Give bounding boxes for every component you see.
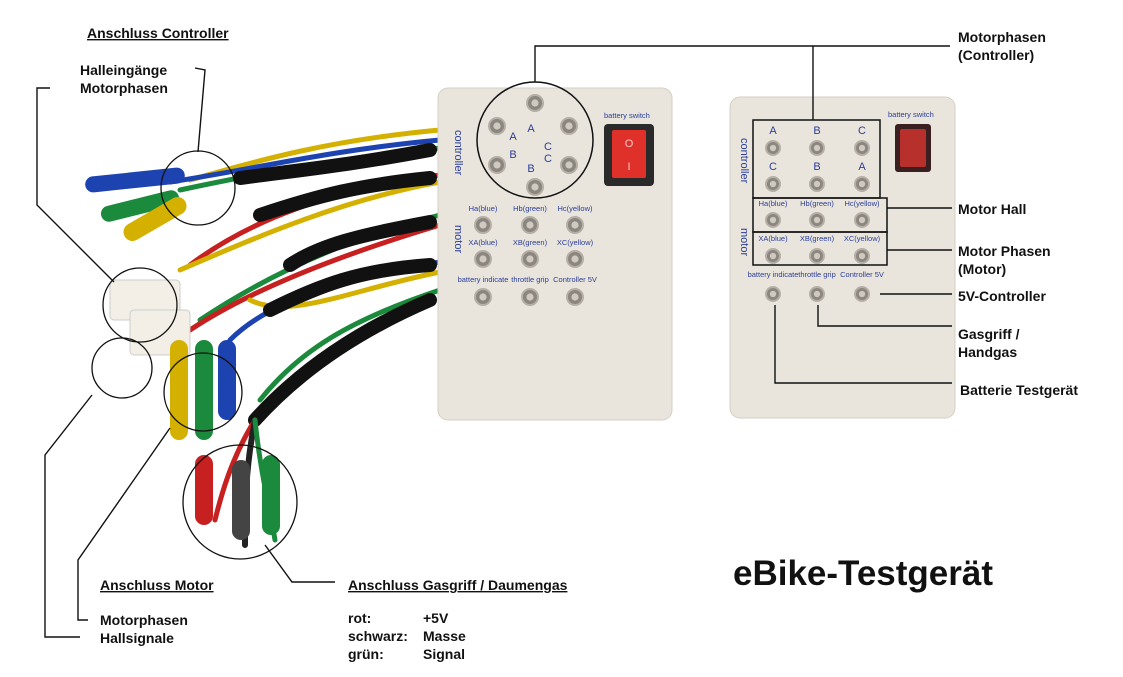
- port-label: Hc(yellow): [844, 199, 880, 208]
- port-label: B: [509, 149, 516, 161]
- port-label: XB(green): [513, 238, 548, 247]
- test-port[interactable]: [854, 212, 870, 228]
- port-label: A: [527, 123, 535, 135]
- test-port[interactable]: [521, 216, 539, 234]
- port-label: C: [858, 125, 866, 137]
- svg-text:grün:: grün:: [348, 646, 384, 662]
- test-port[interactable]: [809, 212, 825, 228]
- test-port[interactable]: [854, 140, 870, 156]
- heading-anschluss-motor: Anschluss Motor: [100, 577, 214, 593]
- port-label: B: [813, 161, 820, 173]
- port-label: B: [527, 163, 534, 175]
- port-label: XA(blue): [468, 238, 498, 247]
- svg-text:I: I: [627, 161, 630, 173]
- battery-switch-label: battery switch: [604, 111, 650, 120]
- port-label: battery indicate: [748, 270, 799, 279]
- heading-anschluss-gasgriff: Anschluss Gasgriff / Daumengas: [348, 577, 568, 593]
- port-label: A: [769, 125, 777, 137]
- label-motorphasen-controller: Motorphasen: [958, 29, 1046, 45]
- leader-lines: [36, 45, 952, 638]
- port-label: Ha(blue): [759, 199, 788, 208]
- port-label: Controller 5V: [840, 270, 884, 279]
- side-label-motor: motor: [452, 225, 464, 253]
- side-label-motor: motor: [738, 228, 750, 256]
- test-port[interactable]: [854, 176, 870, 192]
- test-port[interactable]: [765, 212, 781, 228]
- label-motor-phasen: Motor Phasen: [958, 243, 1051, 259]
- svg-text:rot:: rot:: [348, 610, 371, 626]
- test-port[interactable]: [560, 156, 578, 174]
- port-label: Controller 5V: [553, 275, 597, 284]
- test-port[interactable]: [566, 288, 584, 306]
- port-label: C: [769, 161, 777, 173]
- port-label: B: [813, 125, 820, 137]
- port-label: A: [509, 131, 517, 143]
- label-halleingaenge: Halleingänge: [80, 62, 167, 78]
- port-label: XB(green): [800, 234, 835, 243]
- port-label: Hb(green): [800, 199, 834, 208]
- side-label-controller: controller: [452, 130, 464, 176]
- port-label: battery indicate: [458, 275, 509, 284]
- label-gasgriff: Gasgriff /: [958, 326, 1020, 342]
- label-motor-sub: (Motor): [958, 261, 1006, 277]
- test-port[interactable]: [526, 178, 544, 196]
- motor-phases-box: [752, 231, 888, 266]
- port-label: C: [544, 153, 552, 165]
- test-port[interactable]: [854, 248, 870, 264]
- svg-text:+5V: +5V: [423, 610, 449, 626]
- port-label: C: [544, 141, 552, 153]
- test-port[interactable]: [521, 288, 539, 306]
- svg-text:schwarz:: schwarz:: [348, 628, 408, 644]
- battery-switch-label: battery switch: [888, 110, 934, 119]
- label-hallsignale: Hallsignale: [100, 630, 174, 646]
- test-port[interactable]: [474, 250, 492, 268]
- alligator-clips: [85, 167, 280, 540]
- port-label: XC(yellow): [557, 238, 594, 247]
- label-handgas: Handgas: [958, 344, 1017, 360]
- test-port[interactable]: [566, 250, 584, 268]
- test-port[interactable]: [765, 286, 781, 302]
- label-batterie-testgeraet: Batterie Testgerät: [960, 382, 1078, 398]
- svg-text:Masse: Masse: [423, 628, 466, 644]
- test-port[interactable]: [560, 117, 578, 135]
- label-motorphasen: Motorphasen: [80, 80, 168, 96]
- port-label: throttle grip: [798, 270, 836, 279]
- test-port[interactable]: [521, 250, 539, 268]
- port-label: A: [858, 161, 866, 173]
- side-label-controller: controller: [738, 138, 750, 184]
- label-motorphasen-motor: Motorphasen: [100, 612, 188, 628]
- port-label: Ha(blue): [469, 204, 498, 213]
- test-port[interactable]: [809, 140, 825, 156]
- test-port[interactable]: [474, 216, 492, 234]
- diagram-title: eBike-Testgerät: [733, 554, 993, 593]
- test-port[interactable]: [765, 140, 781, 156]
- heading-anschluss-controller: Anschluss Controller: [87, 25, 229, 41]
- test-port[interactable]: [474, 288, 492, 306]
- label-controller-sub: (Controller): [958, 47, 1034, 63]
- test-port[interactable]: [765, 176, 781, 192]
- test-port[interactable]: [566, 216, 584, 234]
- test-port[interactable]: [809, 248, 825, 264]
- label-motor-hall: Motor Hall: [958, 201, 1026, 217]
- svg-text:O: O: [625, 138, 634, 150]
- port-label: XC(yellow): [844, 234, 881, 243]
- test-port[interactable]: [809, 286, 825, 302]
- port-label: Hc(yellow): [557, 204, 593, 213]
- test-port[interactable]: [488, 117, 506, 135]
- tester-right: controller motor battery switch A B C C B A Ha…: [729, 96, 956, 419]
- test-port[interactable]: [526, 94, 544, 112]
- port-label: throttle grip: [511, 275, 549, 284]
- port-label: Hb(green): [513, 204, 547, 213]
- port-label: XA(blue): [758, 234, 788, 243]
- test-port[interactable]: [809, 176, 825, 192]
- test-port[interactable]: [488, 156, 506, 174]
- test-port[interactable]: [854, 286, 870, 302]
- label-5v-controller: 5V-Controller: [958, 288, 1046, 304]
- svg-text:Signal: Signal: [423, 646, 465, 662]
- test-port[interactable]: [765, 248, 781, 264]
- throttle-legend: rot: +5V schwarz: Masse grün: Signal: [348, 610, 466, 662]
